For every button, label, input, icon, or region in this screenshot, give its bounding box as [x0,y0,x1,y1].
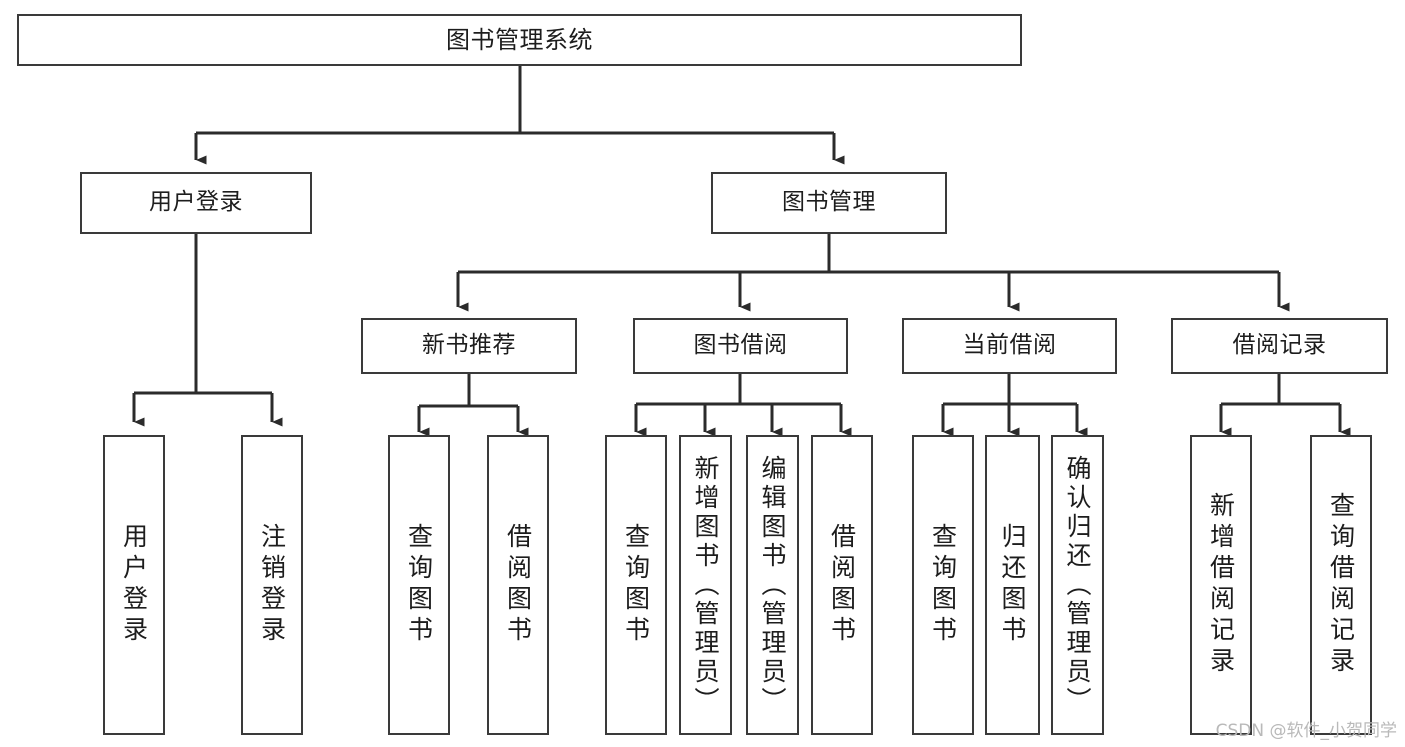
node-leaf-edit-book-admin[interactable]: 编辑图书（管理员） [746,435,799,735]
node-leaf-query-book-recommend[interactable]: 查询图书 [388,435,450,735]
node-label: 用户登录 [119,523,149,647]
node-label: 图书管理 [782,189,876,216]
node-label: 查询图书 [928,523,958,647]
watermark: CSDN @软件_小贺同学 [1215,721,1397,741]
node-leaf-borrow-book[interactable]: 借阅图书 [811,435,873,735]
node-label: 查询图书 [621,523,651,647]
node-label: 注销登录 [257,523,287,647]
node-label: 新增借阅记录 [1206,492,1236,678]
node-leaf-query-borrow-record[interactable]: 查询借阅记录 [1310,435,1372,735]
node-label: 图书管理系统 [446,25,593,54]
node-leaf-return-book[interactable]: 归还图书 [985,435,1040,735]
node-leaf-query-book-current[interactable]: 查询图书 [912,435,974,735]
node-label: 确认归还（管理员） [1063,454,1092,716]
node-current-borrow[interactable]: 当前借阅 [902,318,1117,374]
node-label: 新书推荐 [422,332,516,359]
node-leaf-logout[interactable]: 注销登录 [241,435,303,735]
node-leaf-query-book-borrow[interactable]: 查询图书 [605,435,667,735]
node-new-book-recommend[interactable]: 新书推荐 [361,318,577,374]
node-leaf-add-book-admin[interactable]: 新增图书（管理员） [679,435,732,735]
node-label: 归还图书 [998,523,1027,647]
node-leaf-add-borrow-record[interactable]: 新增借阅记录 [1190,435,1252,735]
node-label: 借阅图书 [503,523,533,647]
node-label: 查询借阅记录 [1326,492,1356,678]
node-label: 借阅记录 [1232,332,1327,359]
node-borrow-record[interactable]: 借阅记录 [1171,318,1388,374]
node-label: 新增图书（管理员） [691,454,720,716]
node-book-management[interactable]: 图书管理 [711,172,947,234]
node-root-system[interactable]: 图书管理系统 [17,14,1022,66]
node-leaf-user-login[interactable]: 用户登录 [103,435,165,735]
node-leaf-borrow-book-recommend[interactable]: 借阅图书 [487,435,549,735]
node-book-borrow[interactable]: 图书借阅 [633,318,848,374]
node-label: 查询图书 [404,523,434,647]
node-label: 借阅图书 [827,523,857,647]
node-label: 用户登录 [149,189,243,216]
node-label: 当前借阅 [962,332,1057,359]
node-user-login[interactable]: 用户登录 [80,172,312,234]
node-leaf-confirm-return-admin[interactable]: 确认归还（管理员） [1051,435,1104,735]
node-label: 图书借阅 [693,332,788,359]
node-label: 编辑图书（管理员） [758,454,787,716]
